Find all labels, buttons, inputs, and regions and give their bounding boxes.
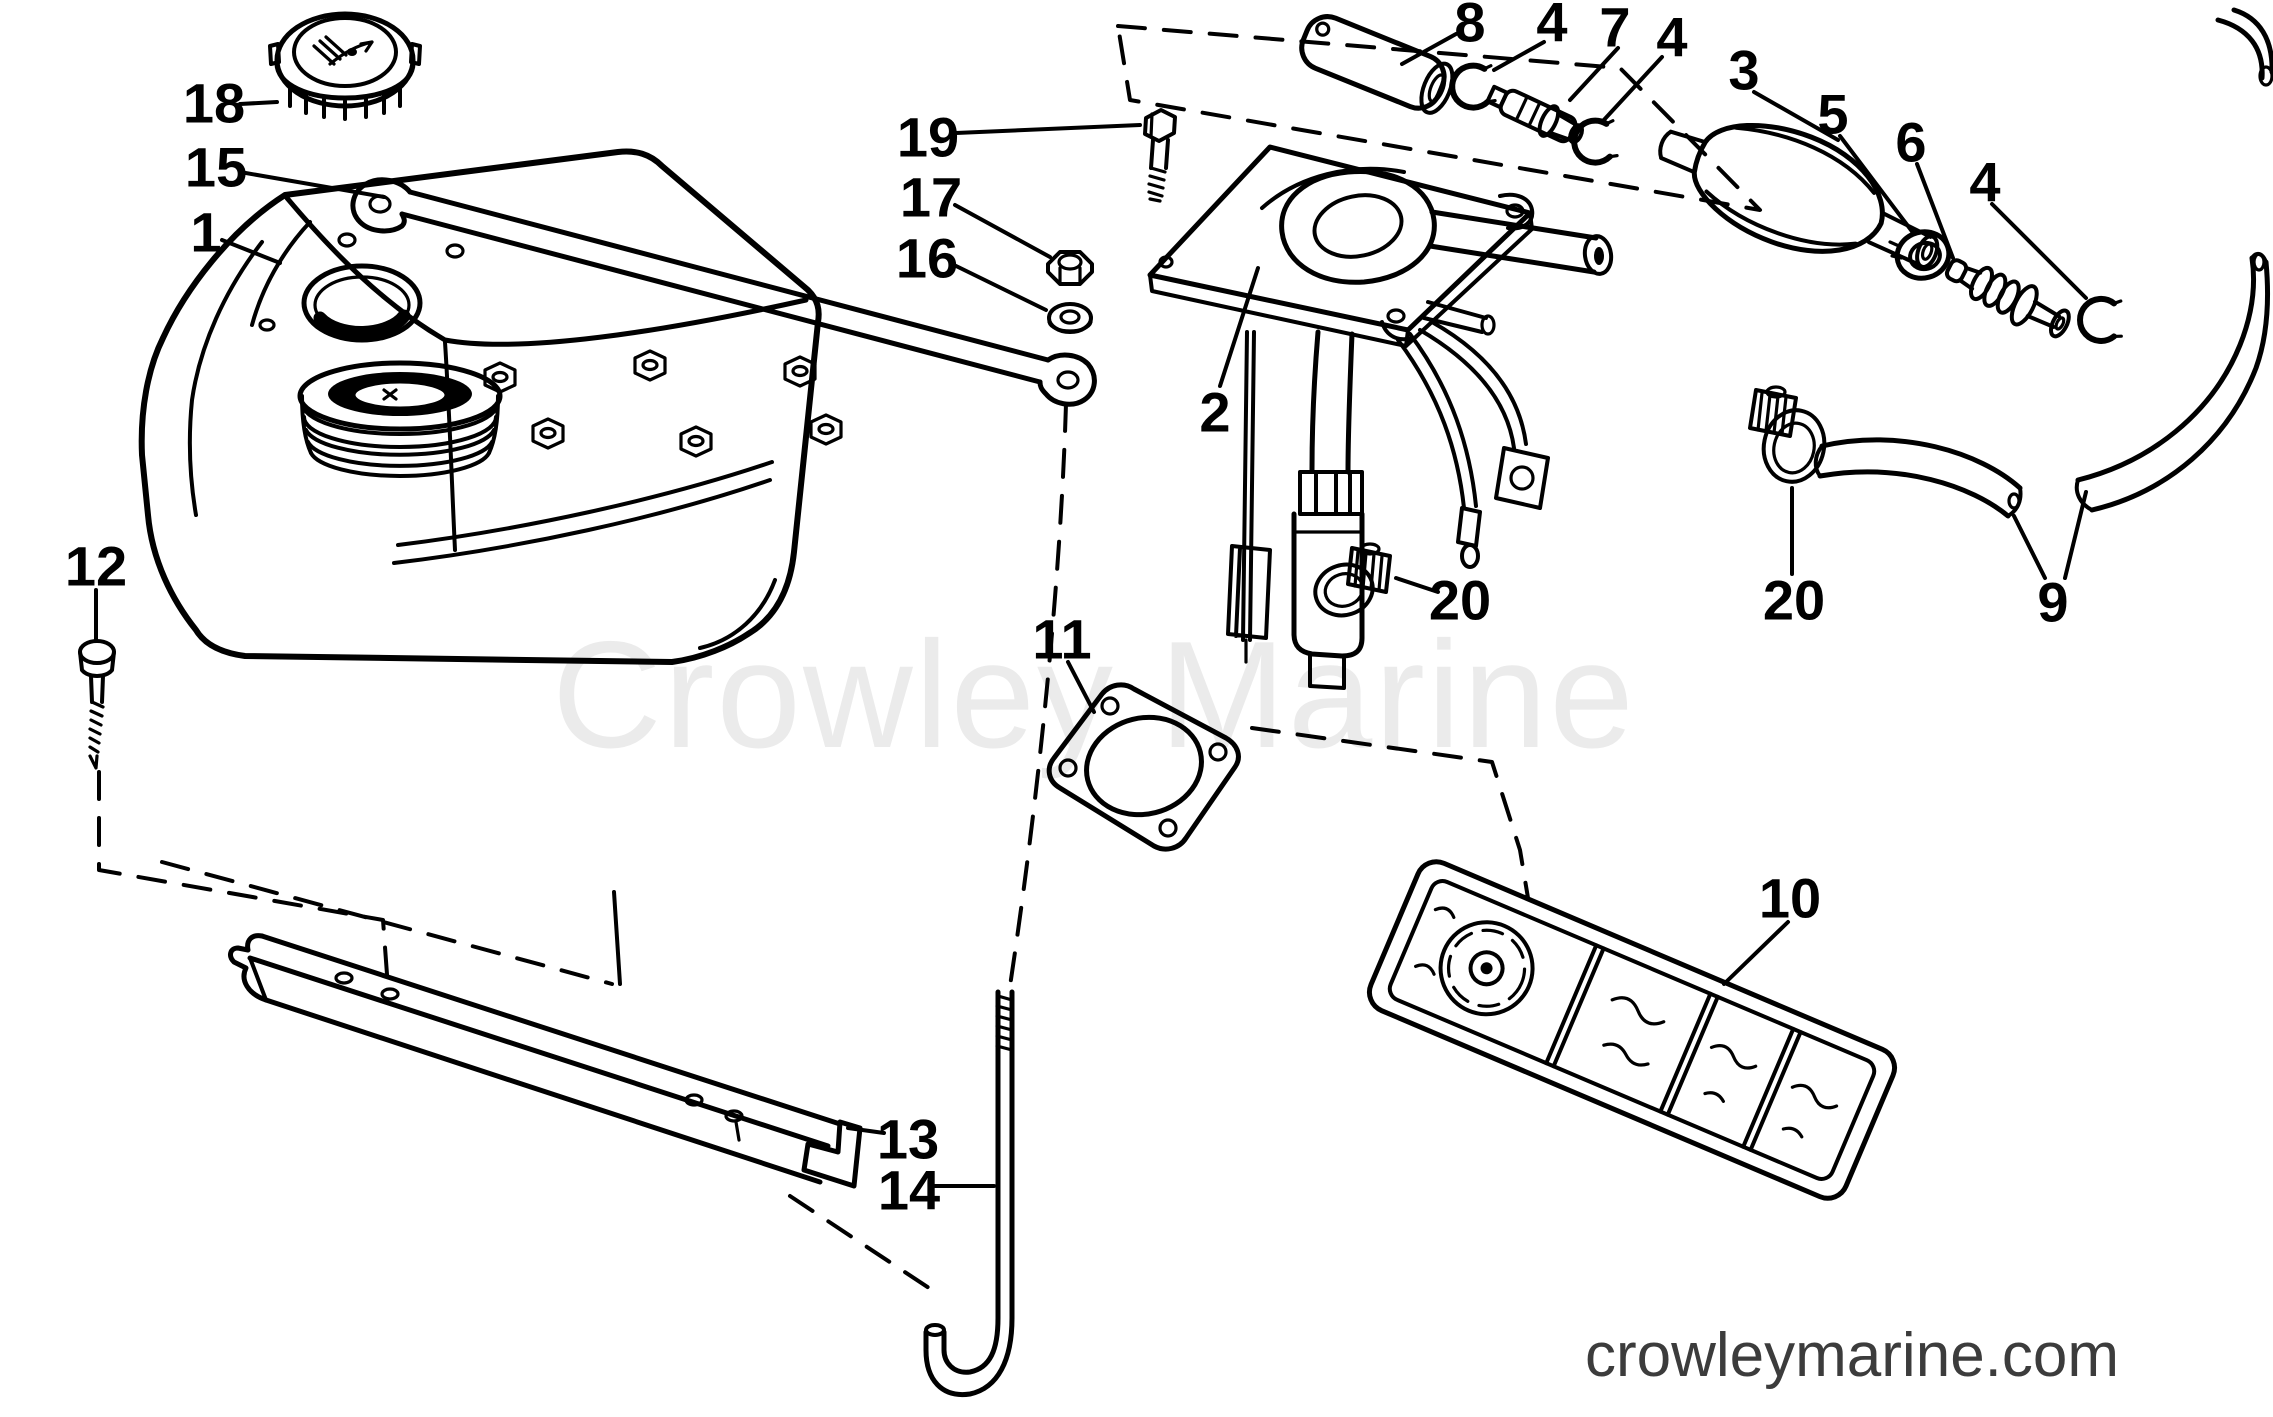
part-label-15-16: 15: [185, 136, 247, 199]
leader-line-part-7: [1568, 46, 1620, 102]
leader-line-part-4: [1990, 202, 2088, 300]
leader-line-part-9: [2012, 514, 2047, 580]
leader-line-part-16: [950, 262, 1048, 312]
leader-line-part-11: [1066, 660, 1096, 714]
part-label-10-11: 10: [1759, 867, 1821, 930]
part-label-13-14: 13: [877, 1108, 939, 1171]
hex-bolt: [1143, 108, 1177, 203]
part-label-18-19: 18: [183, 72, 245, 135]
leader-line-part-4: [1492, 40, 1546, 72]
screw-alignment-dashes: [97, 770, 390, 990]
part-label-20-21: 20: [1429, 569, 1491, 632]
locknut: [1046, 250, 1094, 286]
gasket-to-tray-dashes: [1250, 726, 1530, 900]
part-label-17-18: 17: [900, 166, 962, 229]
part-label-12-13: 12: [65, 535, 127, 598]
fuel-hose-curved: [2074, 7, 2273, 513]
fuel-gauge-face: [312, 35, 374, 66]
lag-screw: [78, 639, 390, 990]
fuel-connector: [1485, 84, 1584, 145]
tank-hex-bosses: [483, 349, 843, 458]
part-label-3-2: 3: [1728, 39, 1759, 102]
leader-line-part-1: [220, 238, 282, 265]
leader-line-part-19: [954, 123, 1142, 135]
leader-line-part-2: [1218, 266, 1260, 388]
hose-clamp-hose: [1748, 385, 1827, 484]
part-label-4-5: 4: [1969, 151, 2000, 214]
fuel-pickup-assembly: [1147, 144, 1614, 690]
part-label-20-22: 20: [1763, 569, 1825, 632]
part-label-4-3: 4: [1536, 0, 1567, 54]
part-label-7-8: 7: [1599, 0, 1630, 59]
leader-line-part-3: [1752, 90, 1840, 142]
gasket: [1046, 682, 1241, 852]
site-credit-text: crowleymarine.com: [1585, 1321, 2120, 1390]
part-label-1-0: 1: [190, 201, 221, 264]
part-label-8-9: 8: [1454, 0, 1485, 54]
filter-tray: [1366, 859, 1898, 1201]
kit-outline-dashes: [1116, 24, 1762, 212]
barbed-connector: [1944, 258, 2071, 339]
strainer: [1438, 920, 1535, 1017]
retainer-clip-3: [2076, 292, 2130, 346]
hold-down-strap: [350, 177, 1097, 407]
part-label-4-4: 4: [1656, 6, 1687, 69]
sensor-wires: [1396, 320, 1550, 569]
mounting-rail: [228, 933, 934, 1292]
leader-line-part-6: [1915, 162, 1955, 260]
leader-line-part-15: [238, 170, 386, 199]
strap-to-jbolt-dashes: [1008, 402, 1068, 988]
part-label-9-10: 9: [2037, 571, 2068, 634]
part-label-19-20: 19: [897, 106, 959, 169]
fuel-tank: [138, 148, 843, 986]
leader-line-part-20: [1394, 576, 1440, 594]
hose-clamp-pickup: [1313, 542, 1392, 618]
part-label-11-12: 11: [1032, 608, 1091, 671]
leader-line-part-17: [953, 203, 1052, 259]
flat-washer: [1047, 302, 1093, 334]
leader-line-part-4: [1600, 55, 1664, 124]
rail-to-jbolt-dashes: [788, 1194, 934, 1292]
j-bolt: [923, 989, 1015, 1398]
leader-line-part-13: [846, 1126, 886, 1135]
part-label-14-15: 14: [878, 1159, 940, 1222]
leader-line-part-5: [1838, 134, 1916, 236]
part-label-6-7: 6: [1895, 111, 1926, 174]
fuel-hose-straight: [1813, 437, 2023, 519]
hose-sleeve: [1299, 14, 1455, 115]
part-label-2-1: 2: [1199, 381, 1230, 444]
leader-line-part-8: [1400, 32, 1458, 66]
leader-line-part-18: [238, 100, 279, 106]
part-label-5-6: 5: [1817, 83, 1848, 146]
leader-line-part-10: [1722, 920, 1790, 986]
part-label-16-17: 16: [896, 227, 958, 290]
leader-line-part-9: [2063, 490, 2088, 580]
filler-neck: [297, 360, 503, 478]
fuel-cap: [268, 11, 422, 121]
